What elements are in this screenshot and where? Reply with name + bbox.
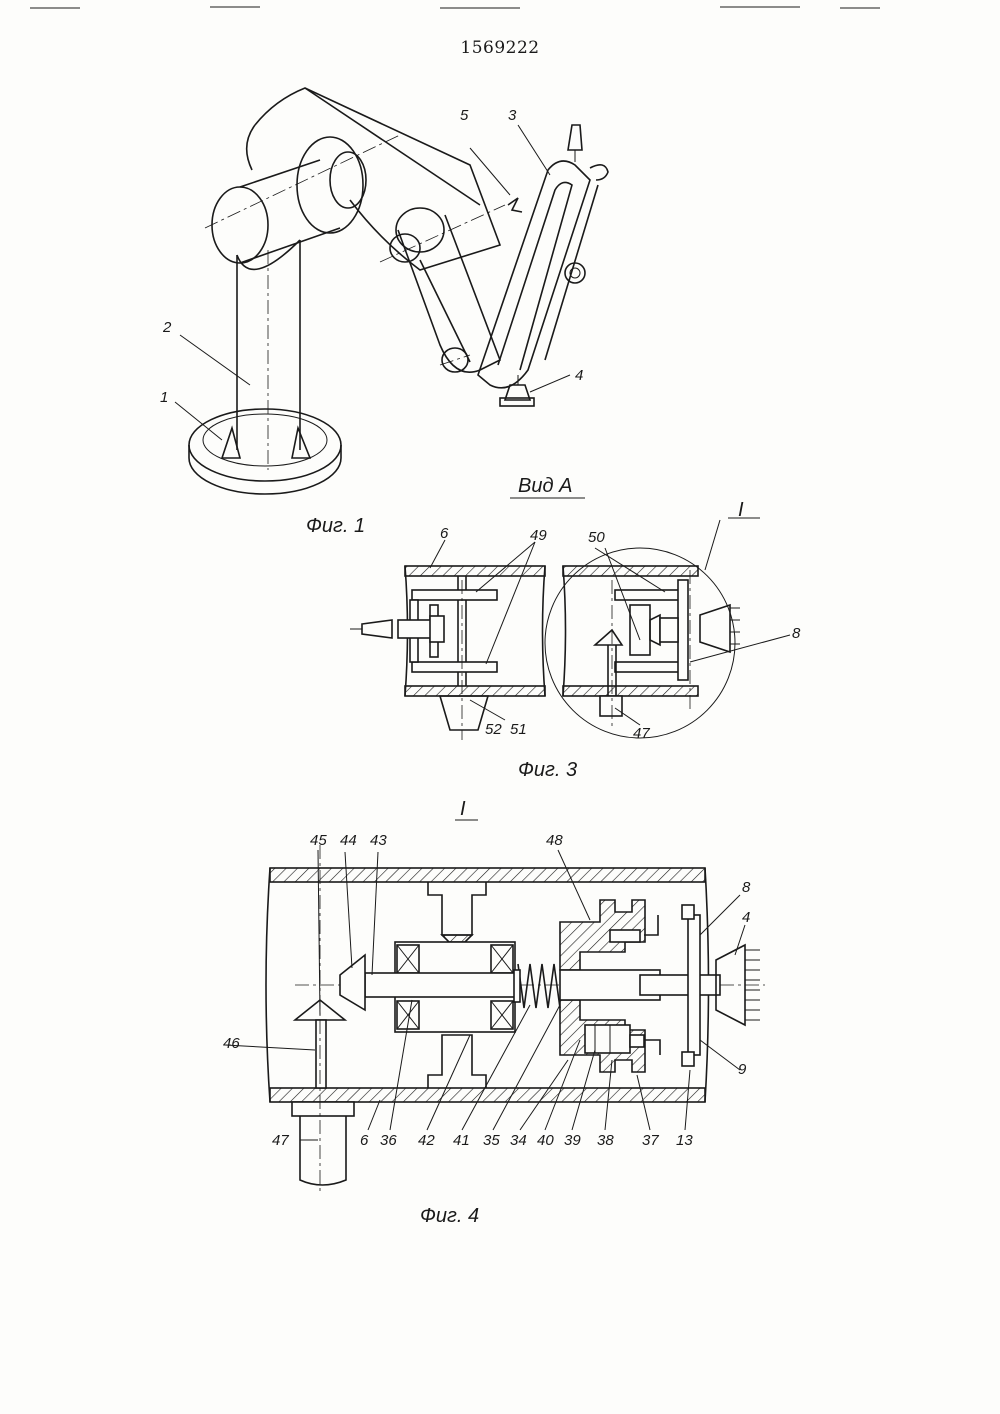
label-4-fig4: 4 <box>742 909 750 926</box>
label-47-fig3: 47 <box>633 725 650 742</box>
fig3-left-section <box>350 566 545 740</box>
detail-mark-I: I <box>738 499 744 521</box>
label-6-fig4: 6 <box>360 1132 369 1149</box>
fig4-detail-title: I <box>460 798 466 820</box>
label-35: 35 <box>483 1132 500 1149</box>
label-9: 9 <box>738 1061 747 1078</box>
label-52: 52 <box>485 721 502 738</box>
label-13: 13 <box>676 1132 693 1149</box>
label-41: 41 <box>453 1132 470 1149</box>
label-5: 5 <box>460 107 469 124</box>
label-8-fig4: 8 <box>742 879 751 896</box>
label-47-fig4: 47 <box>272 1132 289 1149</box>
label-48: 48 <box>546 832 563 849</box>
label-2: 2 <box>162 319 172 336</box>
fig1-leader-lines <box>175 125 570 440</box>
label-39: 39 <box>564 1132 581 1149</box>
fig1-caption: Фиг. 1 <box>306 515 365 537</box>
label-50: 50 <box>588 529 605 546</box>
label-8-fig3: 8 <box>792 625 801 642</box>
label-46: 46 <box>223 1035 240 1052</box>
fig4-caption: Фиг. 4 <box>420 1205 479 1227</box>
fig3-caption: Фиг. 3 <box>518 759 577 781</box>
label-1: 1 <box>160 389 168 406</box>
label-40: 40 <box>537 1132 554 1149</box>
fig3-right-section <box>545 548 740 738</box>
fig1-robot-drawing <box>189 88 608 494</box>
label-37: 37 <box>642 1132 659 1149</box>
label-4: 4 <box>575 367 583 384</box>
label-42: 42 <box>418 1132 435 1149</box>
label-43: 43 <box>370 832 387 849</box>
scan-edge-marks <box>30 7 880 8</box>
label-36: 36 <box>380 1132 397 1149</box>
label-38: 38 <box>597 1132 614 1149</box>
label-49: 49 <box>530 527 547 544</box>
label-44: 44 <box>340 832 357 849</box>
label-51: 51 <box>510 721 527 738</box>
label-6-fig3: 6 <box>440 525 449 542</box>
fig3-view-title: Вид А <box>518 475 572 497</box>
label-45: 45 <box>310 832 327 849</box>
label-34: 34 <box>510 1132 527 1149</box>
label-3: 3 <box>508 107 517 124</box>
